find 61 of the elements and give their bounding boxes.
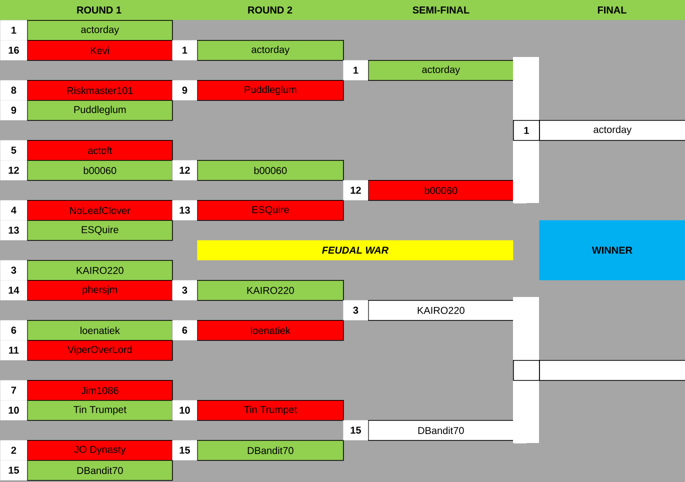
seed-number: 7 — [0, 380, 28, 400]
seed-number: 10 — [172, 400, 198, 420]
player-cell: ESQuire — [27, 220, 173, 241]
seed-number: 8 — [0, 80, 28, 100]
seed-number: 3 — [172, 280, 198, 300]
seed-number: 4 — [0, 200, 28, 220]
seed-number: 10 — [0, 400, 28, 420]
seed-number: 12 — [0, 160, 28, 180]
seed-number: 5 — [0, 140, 28, 160]
player-cell: DBandit70 — [197, 440, 344, 461]
seed-number: 6 — [172, 320, 198, 340]
player-cell: Puddleglum — [27, 100, 173, 121]
player-cell: Jim1086 — [27, 380, 173, 401]
player-cell: ViperOverLord — [27, 340, 173, 361]
column-header: SEMI-FINAL — [412, 6, 470, 14]
seed-number: 15 — [172, 440, 198, 460]
seed-number: 14 — [0, 280, 28, 300]
player-cell: b00060 — [368, 180, 514, 201]
seed-number: 15 — [0, 460, 28, 480]
player-cell: Tin Trumpet — [27, 400, 173, 421]
seed-number: 1 — [513, 120, 540, 141]
seed-number: 13 — [0, 220, 28, 240]
player-cell: JO Dynasty — [27, 440, 173, 461]
seed-number: 2 — [0, 440, 28, 460]
player-cell: b00060 — [27, 160, 173, 181]
player-cell: NoLeafClover — [27, 200, 173, 221]
seed-number: 1 — [172, 40, 198, 60]
seed-number: 13 — [172, 200, 198, 220]
player-cell: actoft — [27, 140, 173, 161]
column-header: ROUND 2 — [248, 6, 292, 14]
player-cell: loenatiek — [197, 320, 344, 341]
player-cell: Riskmaster101 — [27, 80, 173, 101]
player-cell: ESQuire — [197, 200, 344, 221]
seed-number: 6 — [0, 320, 28, 340]
player-cell: loenatiek — [27, 320, 173, 341]
seed-number: 9 — [0, 100, 28, 120]
player-cell: Kevi — [27, 40, 173, 61]
player-cell: actorday — [27, 20, 173, 41]
column-header: ROUND 1 — [77, 6, 122, 14]
title-banner: FEUDAL WAR — [197, 240, 514, 260]
player-cell: Tin Trumpet — [197, 400, 344, 421]
player-cell: DBandit70 — [27, 460, 173, 481]
seed-number: 12 — [172, 160, 198, 180]
player-cell: b00060 — [197, 160, 344, 181]
player-cell: Puddleglum — [197, 80, 344, 101]
seed-number: 12 — [343, 180, 368, 200]
seed-number: 3 — [0, 260, 28, 280]
seed-number: 11 — [0, 340, 28, 360]
seed-number: 1 — [0, 20, 28, 40]
seed-number: 15 — [343, 420, 368, 440]
winner-box: WINNER — [539, 220, 685, 280]
player-cell: KAIRO220 — [197, 280, 344, 301]
column-header: FINAL — [598, 6, 626, 14]
seed-number: 1 — [343, 60, 368, 80]
player-cell: phersjm — [27, 280, 173, 301]
player-cell: actorday — [197, 40, 344, 61]
player-cell: actorday — [368, 60, 514, 81]
seed-number: 3 — [343, 300, 368, 320]
seed-number: 9 — [172, 80, 198, 100]
player-cell: KAIRO220 — [27, 260, 173, 281]
seed-number: 16 — [0, 40, 28, 60]
